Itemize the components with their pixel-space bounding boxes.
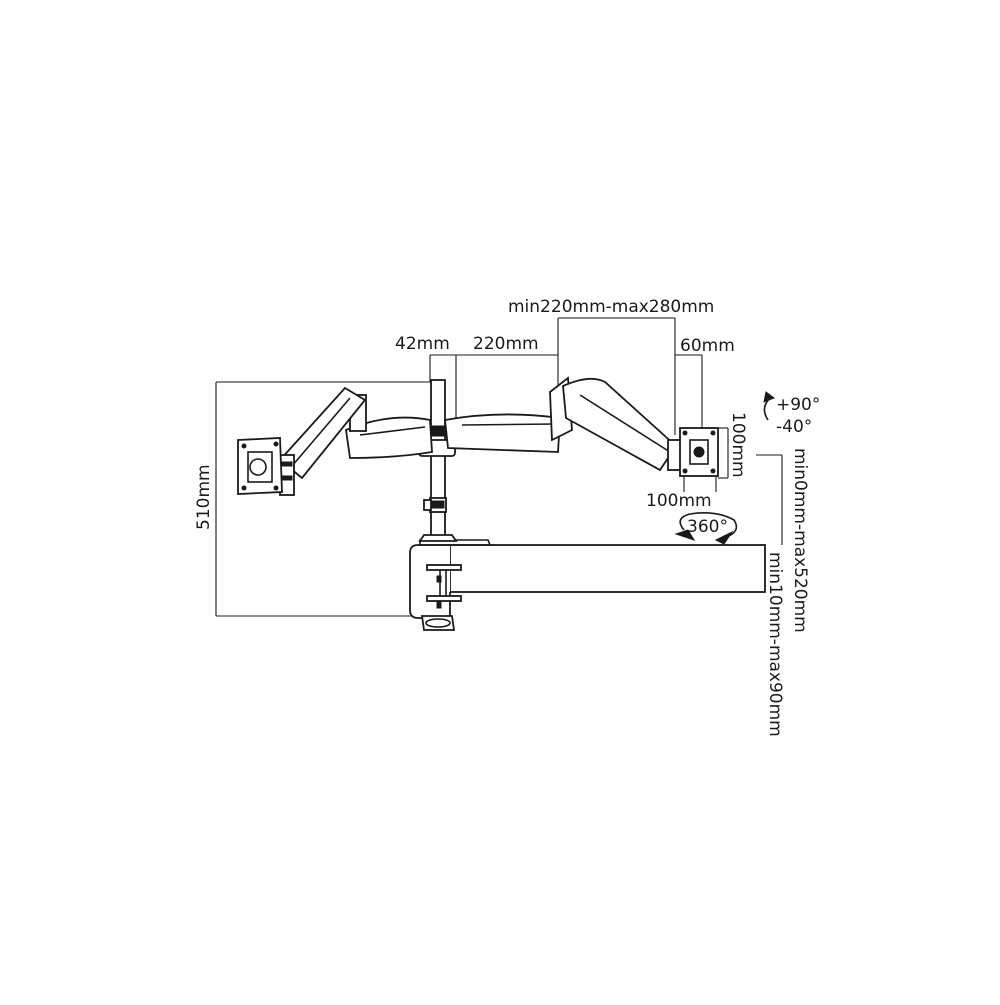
label-tilt-up: +90° (776, 395, 820, 415)
label-vesa-height: 100mm (728, 412, 748, 478)
label-vesa-width: 100mm (646, 491, 712, 511)
dimension-lines (215, 317, 783, 617)
label-pole-offset: 42mm (395, 334, 450, 354)
label-first-arm: 220mm (473, 334, 539, 354)
label-height-adjust: min0mm-max520mm (790, 448, 810, 633)
label-total-height: 510mm (194, 464, 214, 530)
left-vesa-plate (237, 437, 283, 495)
label-rotation: 360° (687, 517, 728, 537)
label-tilt-down: -40° (776, 417, 812, 437)
tilt-arrow-icon (763, 391, 776, 421)
desk (449, 544, 766, 593)
desk-clamp (409, 539, 492, 631)
label-arm-extension: min220mm-max280mm (508, 297, 714, 317)
left-arm (278, 386, 433, 496)
rotation-360-icon (674, 512, 738, 545)
label-desk-thickness: min10mm-max90mm (765, 552, 785, 737)
pole (418, 379, 458, 542)
right-vesa-plate (679, 427, 719, 477)
label-tilt-offset: 60mm (680, 336, 735, 356)
right-arm (444, 376, 683, 472)
